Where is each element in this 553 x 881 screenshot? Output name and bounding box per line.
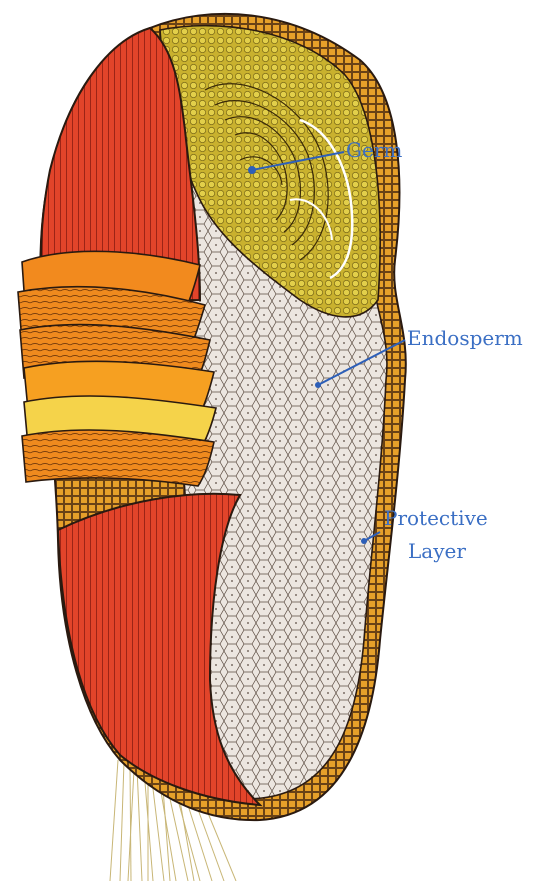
protective-leader-dot (361, 538, 367, 544)
peeled-husk-layers (18, 251, 216, 486)
protective-layer-label-line1: Protective (384, 508, 488, 528)
protective-layer-label-line2: Layer (408, 541, 466, 561)
endosperm-label: Endosperm (407, 328, 523, 348)
germ-label: Germ (346, 140, 402, 160)
endosperm-leader-dot (315, 382, 321, 388)
germ-leader-dot (248, 166, 256, 174)
